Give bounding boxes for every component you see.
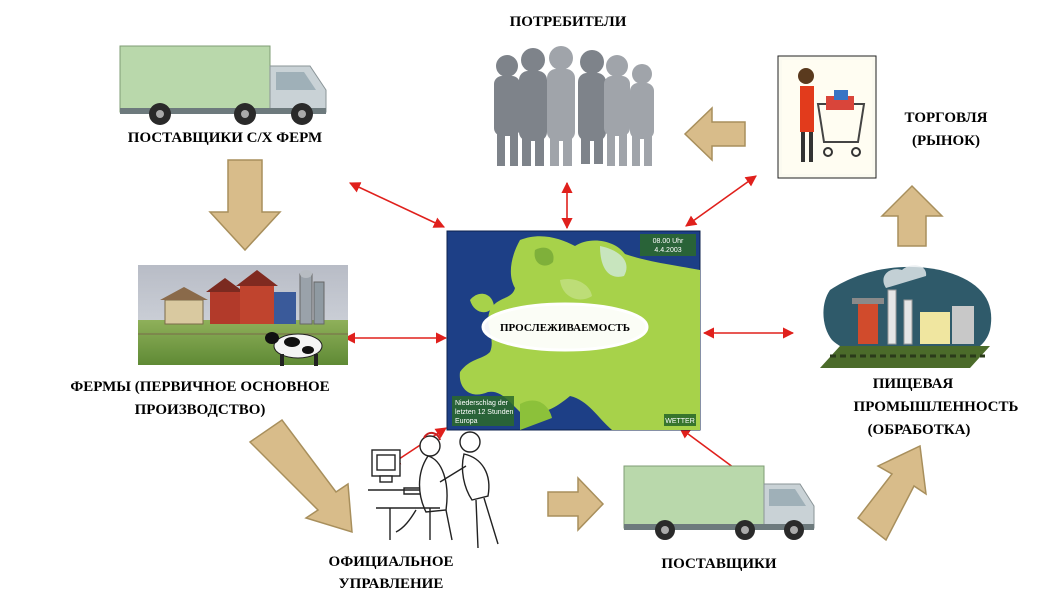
flow-arrows — [208, 106, 944, 542]
flow-arrow-up — [880, 184, 944, 247]
official-label-line2: УПРАВЛЕНИЕ — [339, 576, 444, 592]
food-label-line3: (ОБРАБОТКА) — [868, 422, 971, 438]
shopping-icon — [777, 55, 877, 179]
consumers-icon — [494, 46, 654, 166]
map-time-line1: 08.00 Uhr — [653, 238, 684, 245]
map-logo: WETTER — [665, 418, 695, 425]
map-caption-line1: Niederschlag der — [455, 400, 509, 407]
link-trade — [685, 175, 757, 227]
map-caption-line3: Europa — [455, 418, 478, 425]
supplier-truck-icon — [623, 465, 815, 540]
trade-label-line1: ТОРГОВЛЯ — [905, 110, 988, 126]
farm-suppliers-label: ПОСТАВЩИКИ С/Х ФЕРМ — [128, 130, 322, 146]
factory-icon — [820, 265, 992, 368]
farms-label-line1: ФЕРМЫ (ПЕРВИЧНОЕ ОСНОВНОЕ — [70, 379, 329, 395]
flow-arrow-diagonal — [248, 418, 353, 534]
flow-arrow-down — [208, 159, 282, 252]
office-workers-icon — [368, 431, 499, 549]
link-farm-suppliers — [348, 182, 446, 228]
flow-arrow-up-right — [856, 444, 927, 542]
center-label: ПРОСЛЕЖИВАЕМОСТЬ — [500, 322, 630, 334]
link-arrows — [343, 175, 795, 477]
official-label-line1: ОФИЦИАЛЬНОЕ — [328, 554, 453, 570]
center-ellipse — [481, 302, 649, 352]
food-label-line2: ПРОМЫШЛЕННОСТЬ — [854, 399, 1019, 415]
suppliers-label: ПОСТАВЩИКИ — [661, 556, 776, 572]
consumers-label: ПОТРЕБИТЕЛИ — [510, 14, 627, 30]
flow-arrow-right — [547, 476, 605, 532]
map-caption-line2: letzten 12 Stunden — [455, 409, 513, 416]
trade-label-line2: (РЫНОК) — [912, 133, 980, 149]
food-label-line1: ПИЩЕВАЯ — [873, 376, 954, 392]
farms-label-line2: ПРОИЗВОДСТВО) — [135, 402, 266, 418]
flow-arrow-left — [683, 106, 746, 162]
map-time-line2: 4.4.2003 — [654, 247, 681, 254]
truck-icon — [119, 45, 327, 125]
farm-icon — [138, 265, 348, 366]
